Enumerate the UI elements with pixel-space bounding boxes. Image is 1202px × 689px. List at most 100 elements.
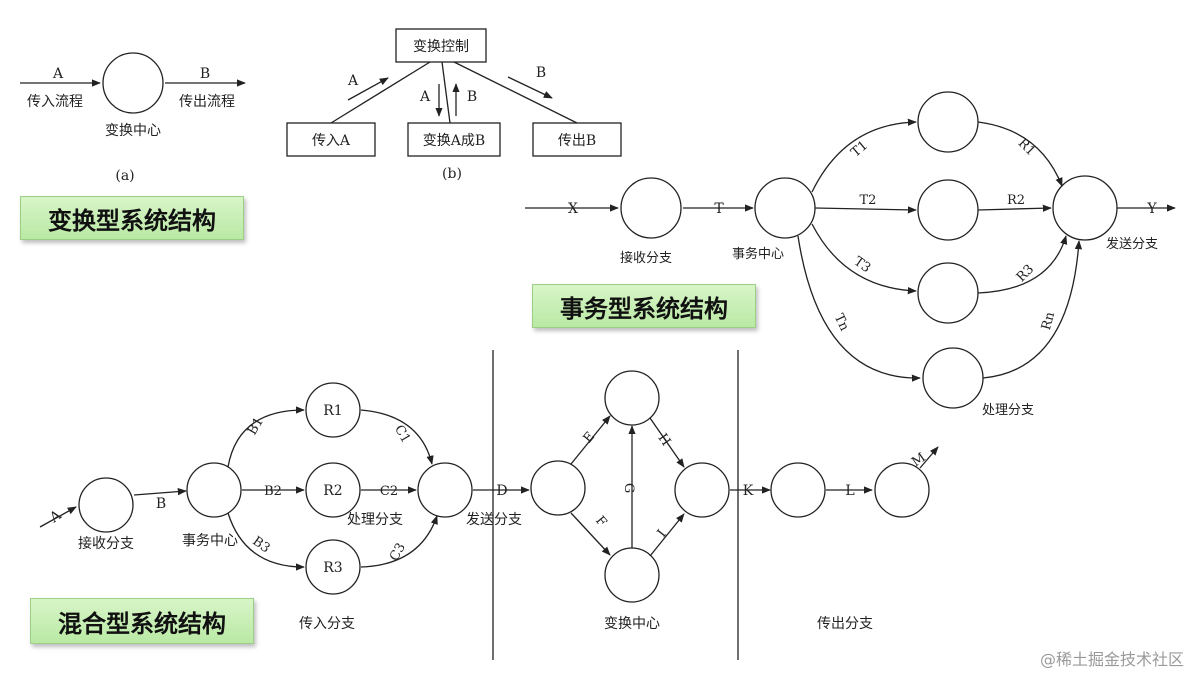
fig-a-labels: A B 传入流程 传出流程 变换中心 (a)	[27, 66, 235, 184]
hy-c2-label: C2	[380, 484, 398, 499]
tx-edge-t2	[814, 206, 917, 214]
tx-r2-label: R2	[1007, 193, 1025, 208]
fig-b-a-down-label: A	[419, 89, 431, 105]
hy-transform-in-node	[530, 460, 586, 516]
hy-node-r1	[305, 382, 361, 438]
tx-edge-rn	[982, 240, 1083, 379]
fig-b-box-in-text: 传入A	[312, 133, 351, 149]
hy-edge-i	[649, 513, 685, 557]
fig-a	[20, 52, 246, 114]
fig-b-link-out	[453, 61, 578, 124]
fig-b-box-in	[286, 122, 376, 157]
fig-a-out-letter: B	[200, 66, 210, 82]
fig-a-in-label: 传入流程	[27, 94, 83, 110]
tx-edge-t3	[811, 223, 917, 295]
tx-edge-r2	[977, 204, 1052, 212]
hy-a-label: A	[46, 507, 65, 527]
hy-section-in: 传入分支	[299, 616, 355, 632]
hy-center-label: 事务中心	[182, 533, 238, 549]
fig-b-flow-b-right	[507, 76, 553, 99]
hy-c3-label: C3	[387, 541, 409, 564]
watermark: @稀土掘金技术社区	[1039, 650, 1184, 669]
hy-send-node	[417, 462, 473, 518]
hy-b-arrow	[133, 487, 187, 496]
hy-edge-c3	[360, 515, 438, 568]
hy-transform-out-node	[674, 462, 730, 518]
hy-g-label: G	[621, 483, 636, 493]
tx-process-node-1	[917, 91, 979, 153]
hy-c1-label: C1	[391, 423, 413, 446]
fig-a-transform-node	[102, 52, 164, 114]
hy-b1-label: B1	[245, 415, 267, 438]
fig-b-flow-a-up	[347, 77, 389, 101]
tx-process-node-n	[922, 347, 984, 409]
fig-a-in-letter: A	[52, 66, 64, 82]
title-transform: 变换型系统结构	[20, 196, 244, 240]
tx-edge-r3	[977, 235, 1068, 294]
hy-edge-h	[649, 417, 685, 468]
tx-tn-label: Tn	[831, 312, 852, 334]
fig-b-box-mid-text: 变换A成B	[423, 132, 485, 149]
transaction-structure	[525, 91, 1176, 409]
fig-b-labels: 变换控制 传入A 变换A成B 传出B A A B B (b)	[312, 38, 596, 182]
hy-node-r2	[305, 462, 361, 518]
tx-r1-label: R1	[1015, 136, 1038, 159]
tx-output-label: Y	[1146, 201, 1157, 217]
tx-input-label: X	[568, 201, 578, 217]
fig-b-link-in	[330, 61, 431, 124]
hy-d-label: D	[496, 483, 507, 499]
hy-edge-c1	[360, 409, 434, 465]
hy-out-node-1	[770, 462, 826, 518]
fig-b-caption: (b)	[442, 166, 462, 182]
tx-edge-tn	[797, 235, 921, 382]
hy-receive-label: 接收分支	[78, 535, 134, 552]
hy-out-node-2	[874, 462, 930, 518]
hy-edge-e	[570, 415, 611, 465]
hy-a-arrow	[39, 506, 77, 528]
hy-l-label: L	[845, 483, 854, 499]
hy-r2-text: R2	[323, 483, 342, 499]
hy-b2-label: B2	[264, 484, 282, 499]
tx-t2-label: T2	[860, 193, 877, 208]
tx-rn-label: Rn	[1039, 310, 1058, 332]
tx-edge-t1	[811, 118, 917, 193]
fig-b-b-right-label: B	[536, 65, 546, 81]
fig-b-a-left-label: A	[347, 73, 359, 89]
fig-a-out-label: 传出流程	[179, 94, 235, 110]
tx-receive-node	[620, 177, 682, 239]
hybrid-structure	[39, 350, 939, 660]
fig-b-control-box	[395, 28, 487, 63]
tx-send-node	[1052, 175, 1118, 241]
tx-process-label: 处理分支	[982, 403, 1034, 418]
tx-r3-label: R3	[1014, 262, 1037, 285]
tx-t-label: T	[714, 201, 724, 217]
hy-edge-b1	[227, 406, 305, 468]
hy-receive-node	[78, 477, 134, 533]
hy-e-label: E	[581, 429, 599, 446]
hy-f-label: F	[592, 513, 609, 530]
title-hybrid: 混合型系统结构	[30, 598, 254, 644]
hy-transform-bottom-node	[604, 547, 660, 603]
hy-section-out: 传出分支	[817, 616, 873, 632]
tx-center-label: 事务中心	[732, 246, 784, 262]
title-transaction: 事务型系统结构	[532, 284, 756, 328]
fig-b-b-up-label: B	[467, 89, 477, 105]
fig-b-link-mid	[441, 61, 451, 124]
hy-edge-b3	[227, 512, 305, 571]
hy-node-r3	[305, 539, 361, 595]
hy-send-label: 发送分支	[466, 512, 522, 528]
fig-b-box-out-text: 传出B	[558, 133, 596, 149]
tx-send-label: 发送分支	[1106, 236, 1158, 252]
hy-transform-top-node	[604, 370, 660, 426]
tx-process-node-2	[917, 179, 979, 241]
fig-b-box-mid	[407, 122, 501, 157]
hy-r3-text: R3	[323, 560, 342, 576]
hy-m-arrow	[919, 446, 939, 469]
tx-t1-label: T1	[848, 138, 871, 160]
fig-a-caption: (a)	[115, 168, 134, 184]
hy-b-label: B	[156, 496, 166, 512]
hy-h-label: H	[654, 431, 673, 449]
tx-process-node-3	[917, 262, 979, 324]
